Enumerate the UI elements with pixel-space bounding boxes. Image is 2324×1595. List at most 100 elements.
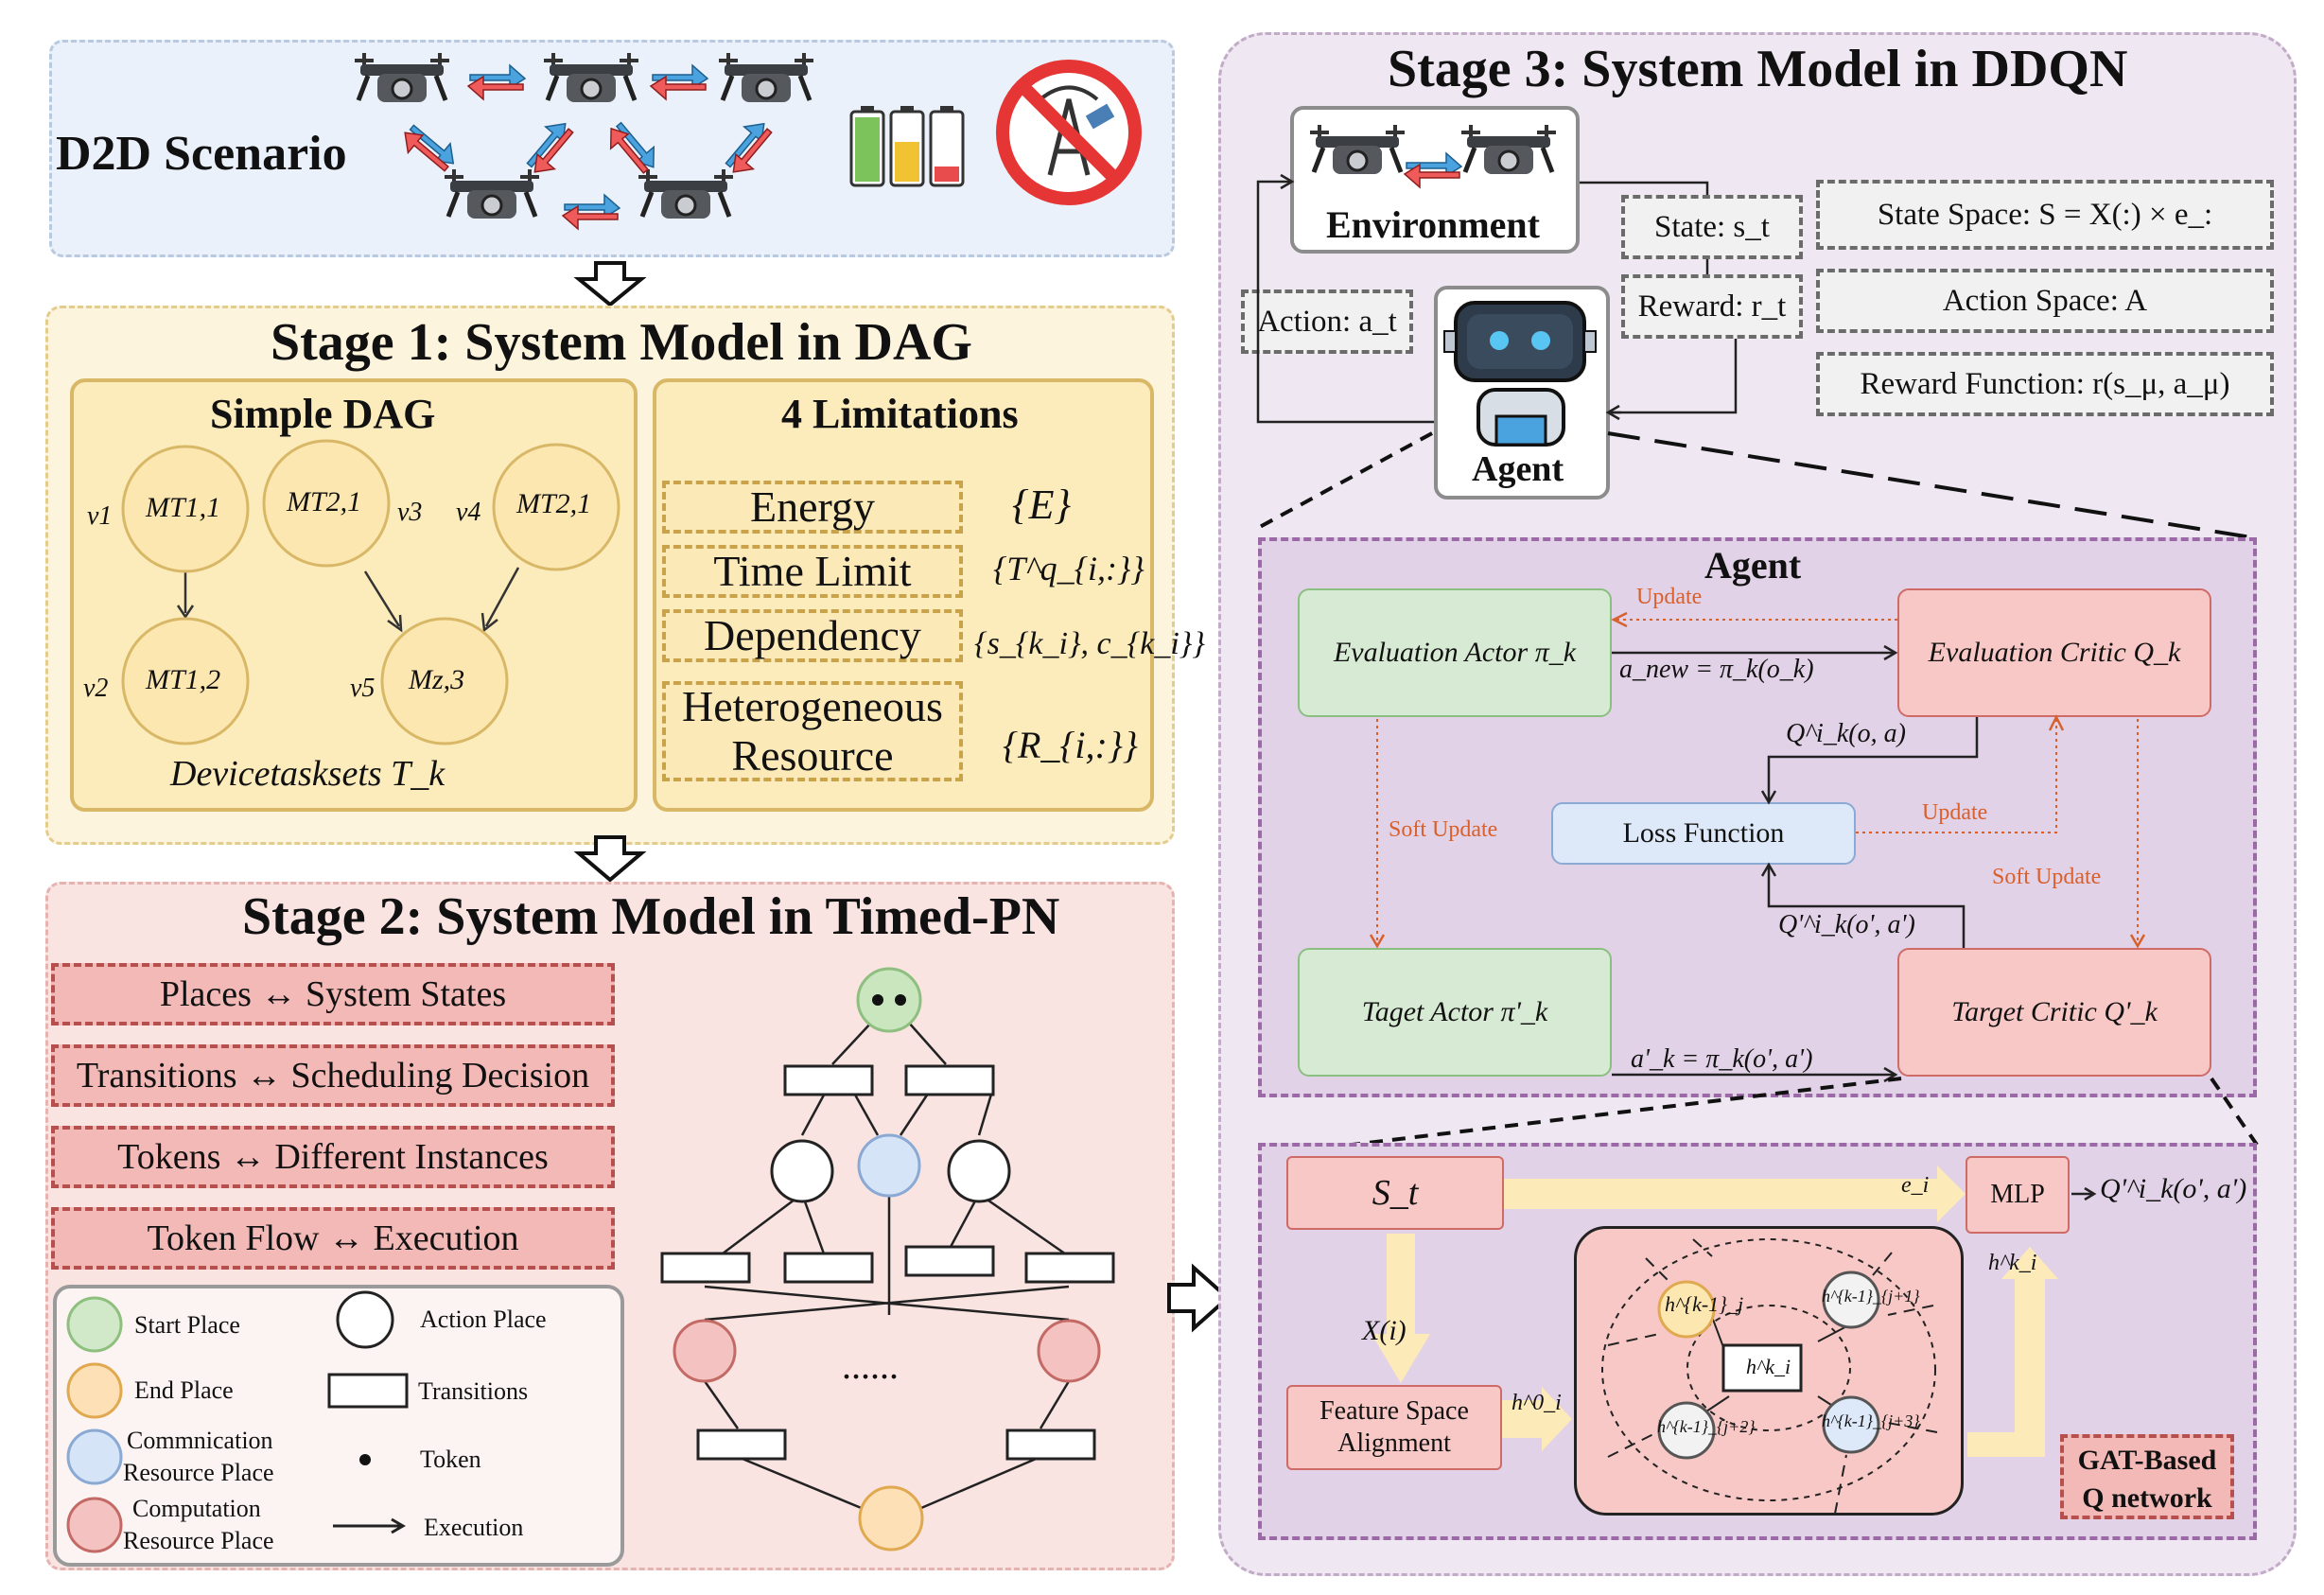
mapping-token-flow: Token Flow ↔ Execution	[51, 1207, 615, 1270]
st-node: S_t	[1286, 1156, 1504, 1230]
dag-caption: Devicetasksets T_k	[170, 754, 446, 794]
legend-execution-label: Execution	[424, 1514, 524, 1541]
stage2-title: Stage 2: System Model in Timed-PN	[242, 887, 1060, 946]
limitation-symbol: {R_{i,:}}	[1003, 724, 1138, 766]
reward-function-box: Reward Function: r(s_μ, a_μ)	[1816, 352, 2274, 416]
xi-label: X(i)	[1362, 1315, 1407, 1346]
q-target-label: Q'^i_k(o', a')	[1778, 910, 1915, 939]
update-label: Update	[1922, 800, 1988, 825]
gat-q-network-label: GAT-Based Q network	[2060, 1434, 2234, 1519]
limitation-symbol: {E}	[1012, 482, 1072, 528]
limitation-symbol: {T^q_{i,:}}	[993, 550, 1145, 587]
legend-action-label: Action Place	[420, 1306, 547, 1333]
right-arrow-icon	[1167, 1263, 1232, 1333]
action-box: Action: a_t	[1241, 289, 1413, 354]
gat-node-label: h^{k-1}_{j+2}	[1657, 1417, 1756, 1436]
legend-comm-label: Commnication	[127, 1427, 273, 1454]
gat-node-label: h^{k-1}_j	[1665, 1292, 1744, 1316]
start-place-icon	[66, 1296, 123, 1353]
legend-token-label: Token	[420, 1446, 481, 1473]
pn-legend-icons	[66, 1290, 409, 1553]
gat-label-line: GAT-Based	[2077, 1445, 2217, 1476]
dag-vertex-label: v3	[397, 498, 423, 527]
a-prime-label: a'_k = π_k(o', a')	[1631, 1044, 1813, 1074]
legend-comp-label: Resource Place	[123, 1527, 274, 1554]
q-out-label: Q'^i_k(o', a')	[2100, 1173, 2247, 1204]
dag-node-label: MT1,1	[146, 492, 221, 523]
environment-label: Environment	[1326, 203, 1540, 246]
simple-dag-graph	[121, 439, 620, 745]
stage1-title: Stage 1: System Model in DAG	[271, 313, 972, 372]
state-box: State: s_t	[1621, 195, 1803, 259]
env-agent-loop	[1256, 173, 2252, 539]
mlp-node: MLP	[1966, 1156, 2070, 1234]
mapping-transitions: Transitions ↔ Scheduling Decision	[51, 1044, 615, 1107]
limitation-resource: Heterogeneous Resource	[662, 681, 963, 781]
simple-dag-title: Simple DAG	[210, 391, 436, 437]
comm-place-icon	[66, 1428, 123, 1485]
soft-update-label: Soft Update	[1389, 817, 1498, 842]
q-eval-label: Q^i_k(o, a)	[1786, 719, 1906, 748]
limitation-dependency: Dependency	[662, 609, 963, 662]
target-actor-node: Taget Actor π'_k	[1298, 948, 1612, 1077]
loss-function-node: Loss Function	[1551, 802, 1856, 865]
legend-transitions-label: Transitions	[418, 1377, 529, 1405]
d2d-title: D2D Scenario	[56, 127, 347, 181]
state-space-box: State Space: S = X(:) × e_:	[1816, 180, 2274, 250]
d2d-illustration	[0, 0, 1142, 307]
robot-icon	[1443, 301, 1597, 447]
eval-actor-node: Evaluation Actor π_k	[1298, 588, 1612, 717]
dag-vertex-label: v1	[87, 501, 113, 531]
eval-critic-node: Evaluation Critic Q_k	[1897, 588, 2211, 717]
mapping-tokens: Tokens ↔ Different Instances	[51, 1126, 615, 1188]
comp-place-icon	[66, 1497, 123, 1553]
down-arrow-icon	[573, 835, 647, 883]
gat-node-label: h^{k-1}_{j+3}	[1822, 1411, 1920, 1430]
limitation-energy: Energy	[662, 481, 963, 534]
soft-update-label: Soft Update	[1992, 865, 2102, 889]
pn-legend	[53, 1285, 624, 1567]
limitation-time: Time Limit	[662, 545, 963, 598]
token-icon	[359, 1454, 371, 1465]
reward-box: Reward: r_t	[1621, 274, 1803, 339]
legend-start-label: Start Place	[134, 1311, 240, 1339]
gat-label-line: Q network	[2082, 1482, 2212, 1514]
ei-label: e_i	[1901, 1173, 1930, 1198]
fsa-line: Feature Space	[1319, 1396, 1469, 1426]
action-place-icon	[336, 1290, 394, 1349]
agent-detail-title: Agent	[1704, 544, 1802, 587]
dag-vertex-label: v2	[83, 674, 109, 703]
hi0-label: h^0_i	[1511, 1391, 1562, 1415]
mapping-places: Places ↔ System States	[51, 963, 615, 1025]
legend-end-label: End Place	[134, 1376, 234, 1404]
agent-label: Agent	[1472, 449, 1564, 489]
fsa-line: Alignment	[1337, 1428, 1451, 1458]
a-new-label: a_new = π_k(o_k)	[1619, 655, 1814, 684]
dag-node-label: MT2,1	[516, 488, 592, 519]
environment-box: Environment	[1290, 106, 1580, 254]
pn-ellipsis: ......	[842, 1344, 899, 1387]
dag-node-label: Mz,3	[409, 664, 465, 695]
limitations-title: 4 Limitations	[781, 391, 1019, 437]
battery-icon	[849, 106, 965, 187]
feature-alignment-node: Feature Space Alignment	[1286, 1385, 1502, 1470]
dag-node-label: MT2,1	[287, 486, 362, 517]
no-base-station-icon	[996, 60, 1142, 205]
action-space-box: Action Space: A	[1816, 269, 2274, 333]
legend-comp-label: Computation	[132, 1495, 261, 1522]
end-place-icon	[66, 1362, 123, 1419]
transition-icon	[327, 1373, 409, 1409]
gat-node-label: h^k_i	[1746, 1355, 1791, 1378]
down-arrow-icon	[573, 261, 647, 307]
dag-vertex-label: v4	[456, 498, 481, 527]
stage3-title: Stage 3: System Model in DDQN	[1388, 40, 2128, 98]
dag-node-label: MT1,2	[146, 664, 221, 695]
limitation-symbol: {s_{k_i}, c_{k_i}}	[974, 626, 1205, 661]
target-critic-node: Target Critic Q'_k	[1897, 948, 2211, 1077]
hi-out-label: h^k_i	[1988, 1251, 2037, 1275]
dag-vertex-label: v5	[350, 674, 376, 703]
legend-comm-label: Resource Place	[123, 1459, 274, 1486]
gat-node-label: h^{k-1}_{j+1}	[1822, 1287, 1920, 1306]
